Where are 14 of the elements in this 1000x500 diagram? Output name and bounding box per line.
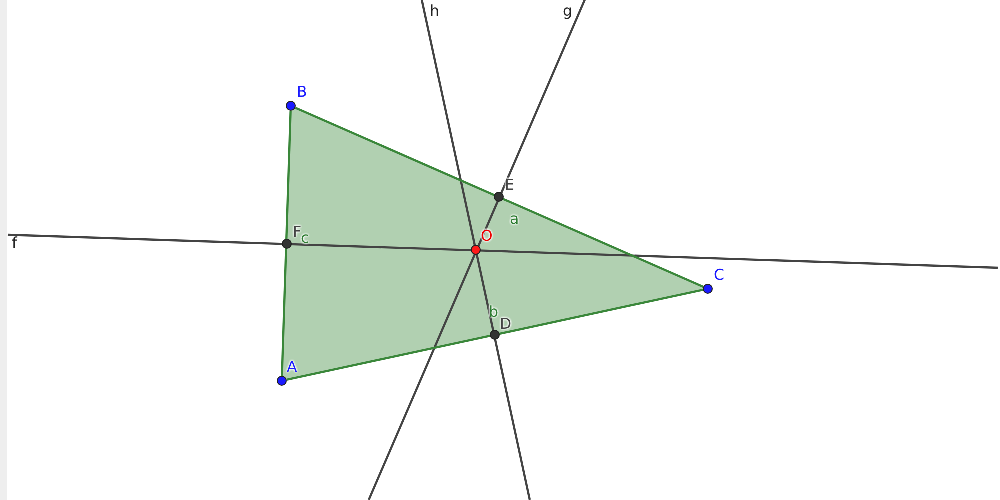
triangle-side [286,288,704,382]
triangle-side [281,110,292,376]
edge-label: b [489,305,499,320]
edge-label: a [510,212,520,227]
point-label: F [293,225,302,240]
point-label: A [287,360,298,375]
line-label: g [563,4,573,19]
edge-label: c [301,231,310,246]
triangle-side [295,107,704,288]
point-label: C [714,268,724,283]
line-label: h [430,4,440,19]
line-label: f [12,236,18,251]
point-label: D [500,317,512,332]
point-label: B [297,85,308,100]
